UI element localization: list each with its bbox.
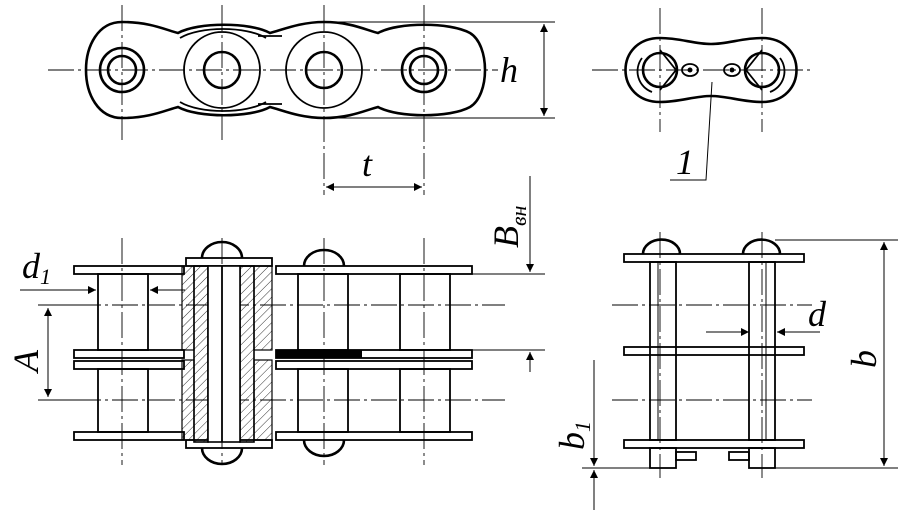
spring-clip-body-right xyxy=(744,49,763,91)
connecting-link-plate xyxy=(624,36,798,104)
bvn-label: Bвн xyxy=(486,205,531,248)
roller-row1-1 xyxy=(97,273,149,351)
inner-link-boss-2 xyxy=(285,31,363,109)
plate-row2-bottom-left xyxy=(73,431,185,441)
inner-link-boss-1 xyxy=(183,31,261,109)
plate-middle-right-b xyxy=(275,360,473,370)
roller-row2-1 xyxy=(97,368,149,433)
end-pin-left xyxy=(649,261,677,441)
roller-4-outer xyxy=(400,46,448,94)
b1-label: b1 xyxy=(552,421,595,450)
spring-clip-left xyxy=(636,57,653,93)
clip-eyelet-hole-right xyxy=(729,67,735,73)
rivet-head-top-1 xyxy=(200,240,244,259)
outer-plate-outline xyxy=(84,20,487,120)
end-rivet-head-left xyxy=(641,238,682,255)
rivet-head-bottom-1 xyxy=(200,447,244,466)
item-1-label: 1 xyxy=(676,142,694,182)
rivet-head-top-2 xyxy=(302,248,346,267)
clip-eyelet-right xyxy=(723,63,741,77)
item-1-leader xyxy=(670,81,713,181)
d-label: d xyxy=(808,294,827,334)
chain-side-view: h t xyxy=(48,5,555,195)
roller-row1-3 xyxy=(297,273,349,351)
plate-row2-bottom-right xyxy=(275,431,473,441)
spring-clip-right xyxy=(769,57,786,93)
connecting-link-view: 1 xyxy=(592,8,812,182)
section-pin-right-hatch xyxy=(239,265,255,443)
section-plate-hatch-1 xyxy=(181,265,195,351)
end-pin-right xyxy=(748,261,776,441)
chain-top-view: d1 A Bвн xyxy=(6,176,545,466)
roller-1-outer xyxy=(98,46,146,94)
roller-4-pin xyxy=(408,54,440,86)
end-clip-right xyxy=(728,451,750,461)
spring-clip-body-left xyxy=(659,49,678,91)
roller-2 xyxy=(202,50,242,90)
plate-outer-top xyxy=(185,257,273,267)
end-plate-top xyxy=(623,253,805,263)
inner-plate-edge-top xyxy=(179,28,267,39)
clip-eyelet-hole-left xyxy=(687,67,693,73)
end-pin-tail-left xyxy=(649,447,677,469)
b-label: b xyxy=(844,350,884,368)
plate-middle-left-a xyxy=(73,349,185,359)
section-pin-left-hatch xyxy=(193,265,209,443)
inner-plate-edge-bottom xyxy=(179,101,267,112)
end-plate-bottom xyxy=(623,439,805,449)
rivet-head-bottom-2 xyxy=(302,439,346,458)
end-plate-middle xyxy=(623,346,805,356)
plate-middle-left-b xyxy=(73,360,185,370)
roller-3 xyxy=(304,50,344,90)
section-plate-hatch-4 xyxy=(253,359,273,441)
roller-row2-3 xyxy=(297,368,349,433)
plate-middle-dark xyxy=(276,350,362,358)
section-plate-hatch-2 xyxy=(253,265,273,351)
section-bushing xyxy=(207,265,241,443)
roller-1-pin xyxy=(106,54,138,86)
end-rivet-head-right xyxy=(741,238,782,255)
A-label: A xyxy=(6,349,46,374)
pin-end-view: d b b1 xyxy=(552,232,898,510)
plate-row1-top-right xyxy=(275,265,473,275)
roller-row2-4 xyxy=(399,368,451,433)
plate-row1-top-left xyxy=(73,265,185,275)
clip-eyelet-left xyxy=(681,63,699,77)
h-label: h xyxy=(500,50,518,90)
roller-row1-4 xyxy=(399,273,451,351)
end-clip-left xyxy=(675,451,697,461)
d1-label: d1 xyxy=(22,246,51,289)
t-label: t xyxy=(362,144,373,184)
section-plate-hatch-3 xyxy=(181,359,195,441)
